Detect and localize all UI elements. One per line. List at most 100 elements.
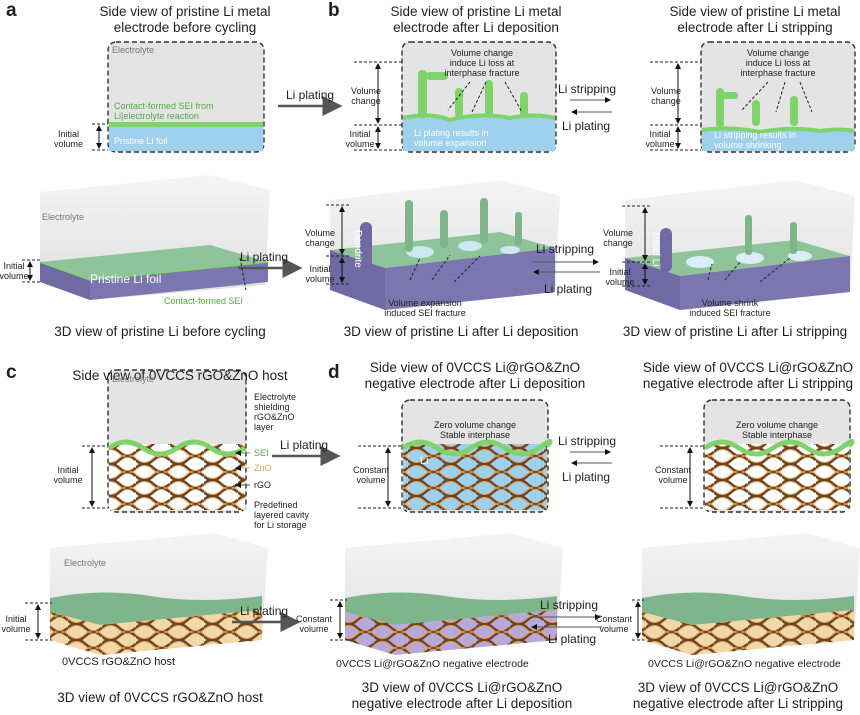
- panel-b-3d-dep-block: [330, 180, 560, 310]
- panel-d-3d-dep-bracket: [330, 599, 347, 641]
- panel-b-expansion-note: Volume expansion induced SEI fracture: [384, 298, 466, 318]
- panel-a-foil-label: Pristine Li foil: [114, 136, 168, 146]
- panel-b-3d-arrow-plating: Li plating: [544, 282, 593, 296]
- panel-c-electrolyte: Electrolyte: [112, 374, 155, 384]
- panel-d-3d-electrode-dep: 0VCCS Li@rGO&ZnO negative electrode: [336, 658, 529, 670]
- panel-d-li: Li: [420, 455, 429, 467]
- panel-d-3d-arrow-plating: Li plating: [548, 632, 597, 646]
- panel-b-caption-strip: 3D view of pristine Li after Li strippin…: [622, 324, 848, 339]
- panel-c-3d-host: 0VCCS rGO&ZnO host: [62, 656, 176, 668]
- panel-d-3d-exchange-arrows: [530, 614, 602, 630]
- panel-c-arrow-label: Li plating: [280, 438, 329, 452]
- panel-b-volume-change-2: Volume change: [650, 86, 682, 106]
- panel-d-exchange-arrows: [570, 449, 612, 466]
- panel-b-arrow-stripping: Li stripping: [558, 82, 617, 96]
- panel-b-strip-brackets: [650, 61, 701, 151]
- panel-d-3d-arrow-stripping: Li stripping: [540, 598, 599, 612]
- panel-b-dep-brackets: [354, 61, 402, 151]
- panel-b-dendrite: Dendrite: [352, 230, 363, 268]
- panel-c-3d-arrow-label: Li plating: [240, 604, 289, 618]
- panel-b-caption-dep: 3D view of pristine Li after Li depositi…: [343, 324, 579, 339]
- panel-b-title-strip: Side view of pristine Li metal electrode…: [669, 4, 841, 35]
- panel-c-3d-electrolyte: Electrolyte: [64, 558, 107, 568]
- panel-d-label: d: [328, 362, 340, 383]
- panel-b-3d-arrow-stripping: Li stripping: [536, 242, 595, 256]
- panel-b-volume-change: Volume change: [350, 86, 382, 106]
- panel-c-rgo: rGO: [254, 480, 271, 490]
- panel-d-zero-change: Zero volume change Stable interphase: [433, 420, 517, 440]
- panel-b-exchange-arrows: [570, 97, 612, 115]
- panel-b-label: b: [328, 0, 340, 21]
- panel-d-strip-side-box: [703, 399, 855, 513]
- panel-d-3d-strip-block: [642, 533, 860, 655]
- panel-b-3d-exchange-arrows: [532, 259, 600, 275]
- panel-b-3d-initial-volume-2: Initial volume: [605, 267, 635, 287]
- panel-a-sei-label: Contact-formed SEI from Li|electrolyte r…: [114, 101, 214, 121]
- panel-b-plating-result: Li plating results in volume expansion: [414, 128, 489, 148]
- panel-b-dead-li: Dead Li: [650, 232, 661, 267]
- panel-a-3d-arrow-label: Li plating: [240, 250, 289, 264]
- panel-b-initial-volume-2: Initial volume: [645, 129, 675, 149]
- panel-c-side-box: [107, 369, 247, 513]
- panel-a-3d-electrolyte: Electrolyte: [42, 212, 85, 222]
- panel-b-shrink-note: Volume shrink induced SEI fracture: [689, 298, 771, 318]
- panel-c-title: Side view of 0VCCS rGO&ZnO host: [72, 368, 288, 383]
- panel-d-title-dep: Side view of 0VCCS Li@rGO&ZnO negative e…: [364, 360, 586, 391]
- panel-c-cavity: Predefined layered cavity for Li storage: [254, 500, 310, 530]
- panel-b-title-dep: Side view of pristine Li metal electrode…: [390, 4, 562, 35]
- panel-c-caption: 3D view of 0VCCS rGO&ZnO host: [57, 690, 263, 705]
- panel-c-3d-initial-volume: Initial volume: [1, 614, 31, 634]
- panel-b-vol-change-note: Volume change induce Li loss at interpha…: [444, 48, 520, 78]
- panel-c-shield: Electrolyte shielding rGO&ZnO layer: [254, 392, 297, 432]
- panel-d-3d-constant-volume-2: Constant volume: [595, 614, 633, 634]
- panel-d-strip-bracket: [660, 445, 704, 509]
- panel-b-3d-dep-brackets: [326, 204, 350, 285]
- annotation-leaders: [239, 81, 813, 291]
- panel-d-constant-volume: Constant volume: [352, 465, 390, 485]
- panel-a-title: Side view of pristine Li metal electrode…: [99, 4, 271, 35]
- panel-a-3d-bracket: [22, 259, 42, 283]
- panel-a-caption: 3D view of pristine Li before cycling: [54, 324, 266, 339]
- panel-d-3d-dep-block: [345, 533, 563, 655]
- panel-a-3d-block: [39, 175, 270, 300]
- panel-a-3d-sei: Contact-formed SEI: [164, 296, 244, 306]
- panel-a-arrow-label: Li plating: [286, 88, 335, 102]
- panel-c-legend-arrows: [235, 450, 250, 488]
- panel-b-arrow-plating: Li plating: [562, 119, 611, 133]
- panel-b-3d-strip-block: [625, 180, 855, 310]
- panel-d-caption-strip: 3D view of 0VCCS Li@rGO&ZnO negative ele…: [632, 680, 844, 711]
- panel-b-vol-change-note-2: Volume change induce Li loss at interpha…: [740, 48, 816, 78]
- panel-c-3d-bracket: [25, 602, 52, 641]
- panel-d-caption-dep: 3D view of 0VCCS Li@rGO&ZnO negative ele…: [351, 680, 573, 711]
- panel-a-label: a: [6, 0, 17, 21]
- panel-d-arrow-stripping: Li stripping: [558, 434, 617, 448]
- panel-d-3d-strip-bracket: [632, 599, 644, 641]
- panel-d-3d-electrode-strip: 0VCCS Li@rGO&ZnO negative electrode: [648, 658, 841, 670]
- panel-a-electrolyte: Electrolyte: [112, 45, 155, 55]
- panel-a-3d-foil: Pristine Li foil: [90, 272, 162, 286]
- panel-d-constant-volume-2: Constant volume: [654, 465, 692, 485]
- panel-d-title-strip: Side view of 0VCCS Li@rGO&ZnO negative e…: [642, 360, 854, 391]
- panel-a-3d-initial-volume: Initial volume: [0, 261, 29, 281]
- panel-c-label: c: [6, 362, 17, 383]
- panel-d-zero-change-2: Zero volume change Stable interphase: [735, 420, 819, 440]
- panel-c-3d-block: [50, 533, 268, 655]
- panel-a-side-box: [107, 41, 265, 153]
- panel-b-strip-side-box: [700, 41, 856, 153]
- panel-d-dep-bracket: [358, 445, 402, 509]
- panel-c-initial-volume: Initial volume: [53, 465, 83, 485]
- panel-b-3d-strip-brackets: [622, 205, 650, 287]
- panel-c-zno: ZnO: [254, 463, 272, 473]
- panel-b-3d-initial-volume: Initial volume: [305, 264, 335, 284]
- panel-b-stripping-result: Li stripping results in volume shrinking: [714, 130, 797, 150]
- panel-b-3d-volume-change: Volume change: [304, 228, 336, 248]
- panel-b-3d-volume-change-2: Volume change: [602, 228, 634, 248]
- panel-c-sei: SEI: [254, 448, 269, 458]
- panel-b-initial-volume: Initial volume: [345, 129, 375, 149]
- panel-d-3d-constant-volume: Constant volume: [295, 614, 333, 634]
- panel-d-dep-side-box: [401, 399, 553, 513]
- panel-a-initial-volume: Initial volume: [54, 129, 84, 149]
- panel-d-arrow-plating: Li plating: [562, 470, 611, 484]
- panel-a-initial-volume-bracket: [92, 123, 108, 151]
